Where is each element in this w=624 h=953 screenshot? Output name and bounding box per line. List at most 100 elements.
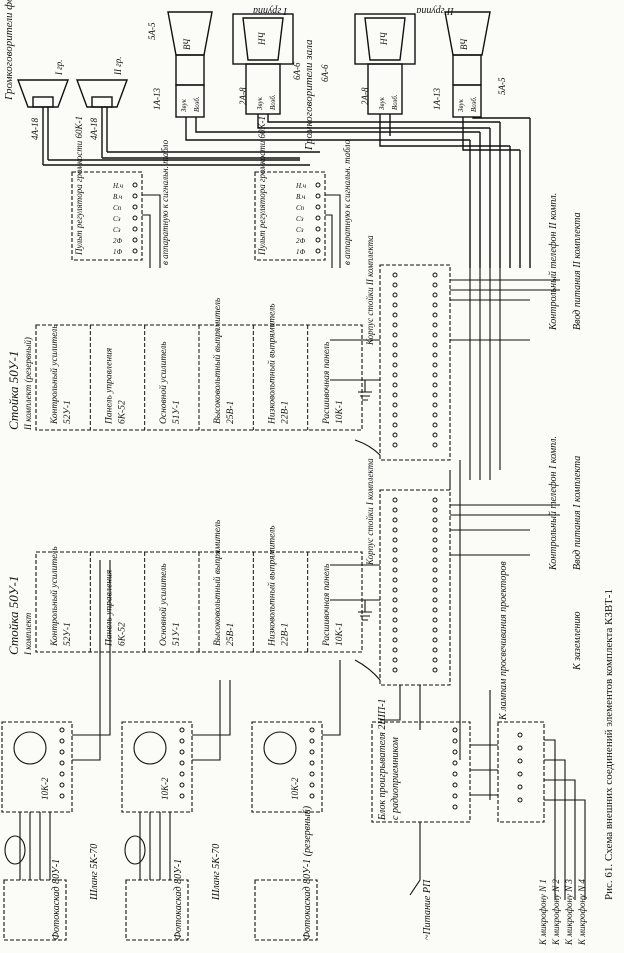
rack1-unit-label: Низковольтный выпрямитель: [267, 525, 278, 647]
terminal-pin: [432, 537, 438, 543]
photocascade-3-box: [254, 879, 318, 941]
terminal-pin: [432, 292, 438, 298]
foyer-speaker-2-cone: [75, 79, 129, 108]
volume-pin: [315, 193, 321, 199]
connector-pin: [309, 760, 315, 766]
terminal-pin: [392, 627, 398, 633]
connector-1-dial: [13, 731, 47, 765]
terminal-pin: [432, 657, 438, 663]
hall-center-model-2: 6А-6: [320, 64, 330, 82]
connector-pin: [179, 793, 185, 799]
volume-pin: [132, 193, 138, 199]
terminal-pin: [392, 557, 398, 563]
hall-lf-right-sound: Звук: [378, 96, 386, 110]
terminal-pin: [432, 392, 438, 398]
turntable-pin: [452, 793, 458, 799]
rack2-unit-label: Низковольтный выпрямитель: [267, 303, 278, 425]
photocascade-blocks: [1, 560, 341, 941]
foyer-speaker-2-model: 4А-18: [89, 118, 99, 140]
rack1-unit-label: Контрольный усилитель: [49, 546, 60, 647]
power-input-2: Ввод питания II комплекта: [572, 212, 583, 330]
hall-bk-right: 5А-5: [497, 77, 507, 95]
terminal-pin: [392, 587, 398, 593]
terminal-pin: [432, 422, 438, 428]
rack1-unit-label: 52У-1: [63, 622, 73, 646]
terminal-pin: [432, 282, 438, 288]
terminal-pin: [432, 302, 438, 308]
photocascade-2-box: [125, 879, 189, 941]
hall-lf-left-sound: Звук: [256, 96, 264, 110]
hall-hf-left-driver-model: 1А-13: [152, 88, 162, 110]
mic-terminal-frame: [497, 721, 545, 823]
hall-hf-label-left: ВЧ: [182, 38, 192, 50]
rp-power-label: ~Питание РП: [422, 879, 433, 940]
volume-pin-label: Сп: [113, 204, 122, 212]
volume-pin-label: Сз: [113, 226, 121, 234]
terminal-blocks: [330, 264, 560, 800]
terminal-pin: [392, 442, 398, 448]
ground-label: К заземлению: [572, 611, 583, 671]
hall-hf-left-exc: Возб.: [193, 96, 201, 112]
connector-pin: [309, 793, 315, 799]
volume-panel-1: [71, 171, 143, 261]
terminal-pin: [432, 597, 438, 603]
volume-pin-label: Сз: [296, 226, 304, 234]
rack-2-subtitle: II комплект (резервный): [23, 337, 33, 431]
terminal-pin: [392, 617, 398, 623]
connector-block-2: [121, 721, 193, 813]
volume-pin: [315, 226, 321, 232]
mic-pin: [517, 797, 523, 803]
turntable-title: Блок проигрывателя 2ШП-1: [377, 699, 388, 821]
connector-2-dial: [133, 731, 167, 765]
mic-4-label: К микрофону N 4: [577, 879, 587, 946]
terminal-pin: [392, 547, 398, 553]
connector-pin: [59, 793, 65, 799]
volume-panel-2-title: Пульт регулятора громкости 60К-1: [257, 116, 267, 256]
rack2-unit-label: Контрольный усилитель: [49, 324, 60, 425]
terminal-block-1: [379, 489, 451, 686]
mic-2-label: К микрофону N 2: [551, 879, 561, 946]
terminal-pin: [432, 312, 438, 318]
hall-lf-left-driver: [245, 63, 281, 115]
terminal-pin: [392, 432, 398, 438]
volume-pin: [315, 237, 321, 243]
rack2-unit-label: Панель управления: [105, 348, 115, 425]
terminal-pin: [392, 647, 398, 653]
connector-pin: [179, 782, 185, 788]
hall-lf-left-model: 2А-8: [238, 87, 248, 105]
rack2-unit-label: 6К-52: [118, 400, 128, 424]
connector-pin: [59, 760, 65, 766]
connector-3-dial: [263, 731, 297, 765]
rack2-unit-label: Основной усилитель: [158, 341, 169, 424]
terminal-pin: [392, 292, 398, 298]
volume-pin: [132, 204, 138, 210]
volume-pin: [132, 226, 138, 232]
connector-pin: [309, 771, 315, 777]
power-input-1: Ввод питания I комплекта: [572, 456, 583, 570]
volume-pin-label: Н.ч: [112, 182, 124, 190]
terminal-pin: [392, 322, 398, 328]
connector-block-3: [251, 721, 323, 813]
rack2-unit-label: 25В-1: [226, 401, 236, 424]
hall-lf-left-cone: [242, 17, 284, 61]
hall-group2-label: II группа: [416, 5, 454, 16]
volume-pin-label: Сз: [296, 215, 304, 223]
terminal-pin: [392, 657, 398, 663]
turntable-pin: [452, 804, 458, 810]
connector-pin: [59, 782, 65, 788]
terminal-pin: [432, 412, 438, 418]
terminal-pin: [432, 617, 438, 623]
rack2-unit-label: Расшивочная панель: [322, 341, 332, 425]
hall-hf-right-horn: [444, 11, 491, 56]
turntable-subtitle: с радиоприемником: [390, 737, 401, 820]
connector-pin: [309, 738, 315, 744]
hall-hf-right-driver-model: 1А-13: [432, 88, 442, 110]
rack1-unit-label: Расшивочная панель: [322, 563, 332, 647]
rack-1-title: Стойка 50У-1: [6, 576, 21, 655]
hall-hf-right-driver: [452, 54, 482, 86]
terminal-pin: [392, 607, 398, 613]
